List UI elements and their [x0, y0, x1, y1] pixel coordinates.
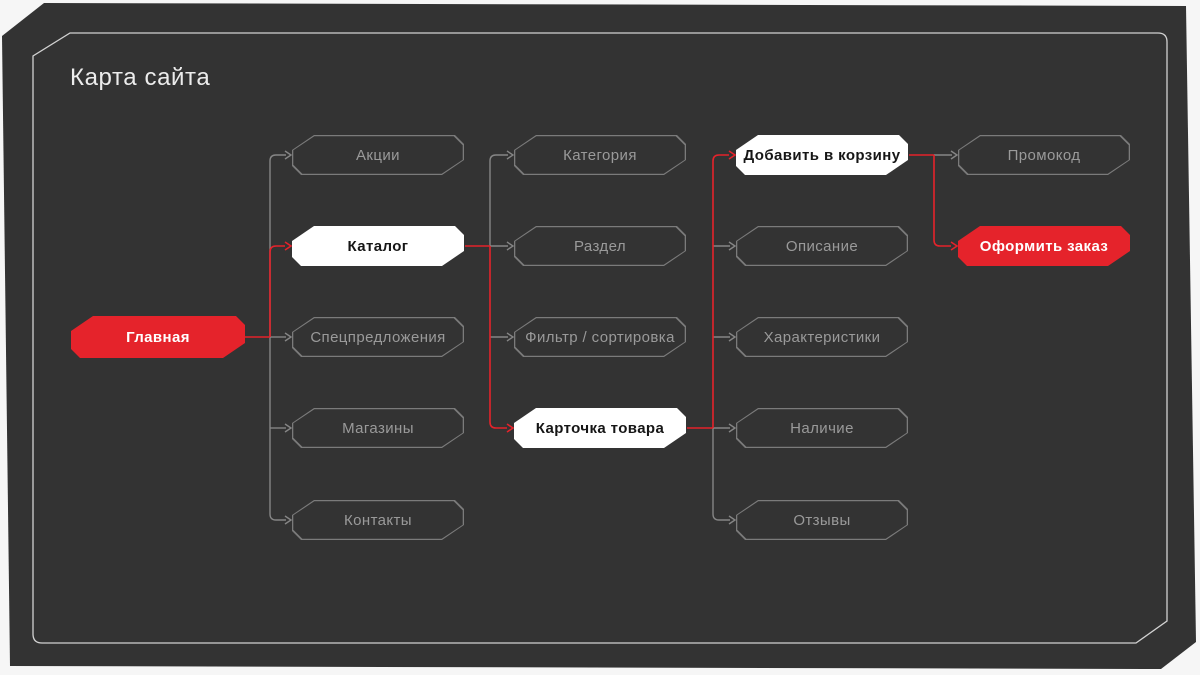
node-availability-label: Наличие [790, 419, 854, 437]
node-stores: Магазины [292, 408, 464, 448]
node-fill [737, 227, 906, 264]
node-reviews-label: Отзывы [793, 511, 851, 529]
node-promo-code: Промокод [958, 135, 1130, 175]
node-fill [293, 409, 462, 446]
node-category: Категория [514, 135, 686, 175]
node-specials: Спецпредложения [292, 317, 464, 357]
node-section: Раздел [514, 226, 686, 266]
node-home-label: Главная [126, 328, 190, 346]
node-stores-label: Магазины [342, 419, 414, 437]
node-checkout-label: Оформить заказ [979, 237, 1109, 255]
node-fill [737, 409, 906, 446]
node-description: Описание [736, 226, 908, 266]
node-reviews: Отзывы [736, 500, 908, 540]
node-promos-label: Акции [356, 146, 400, 164]
node-add-to-cart: Добавить в корзину [736, 135, 908, 175]
node-fill [293, 318, 462, 355]
node-add-to-cart-label: Добавить в корзину [743, 146, 901, 164]
node-promo-code-label: Промокод [1007, 146, 1081, 164]
node-fill [737, 501, 906, 538]
node-product-card: Карточка товара [514, 408, 686, 448]
node-checkout: Оформить заказ [958, 226, 1130, 266]
page-title: Карта сайта [70, 64, 211, 91]
node-fill [293, 501, 462, 538]
node-fill [515, 318, 684, 355]
node-home: Главная [71, 316, 245, 358]
node-specs-label: Характеристики [763, 328, 881, 346]
node-specials-label: Спецпредложения [310, 328, 446, 346]
node-fill [959, 136, 1128, 173]
node-contacts-label: Контакты [344, 511, 412, 529]
node-specs: Характеристики [736, 317, 908, 357]
node-fill [515, 136, 684, 173]
node-catalog-label: Каталог [347, 237, 409, 255]
node-promos: Акции [292, 135, 464, 175]
node-description-label: Описание [785, 237, 859, 255]
node-category-label: Категория [563, 146, 637, 164]
node-contacts: Контакты [292, 500, 464, 540]
node-fill [293, 136, 462, 173]
node-fill [737, 318, 906, 355]
node-availability: Наличие [736, 408, 908, 448]
node-filter-sort-label: Фильтр / сортировка [525, 328, 675, 346]
node-fill [515, 227, 684, 264]
node-catalog: Каталог [292, 226, 464, 266]
node-filter-sort: Фильтр / сортировка [514, 317, 686, 357]
node-product-card-label: Карточка товара [535, 419, 665, 437]
node-section-label: Раздел [574, 237, 626, 255]
